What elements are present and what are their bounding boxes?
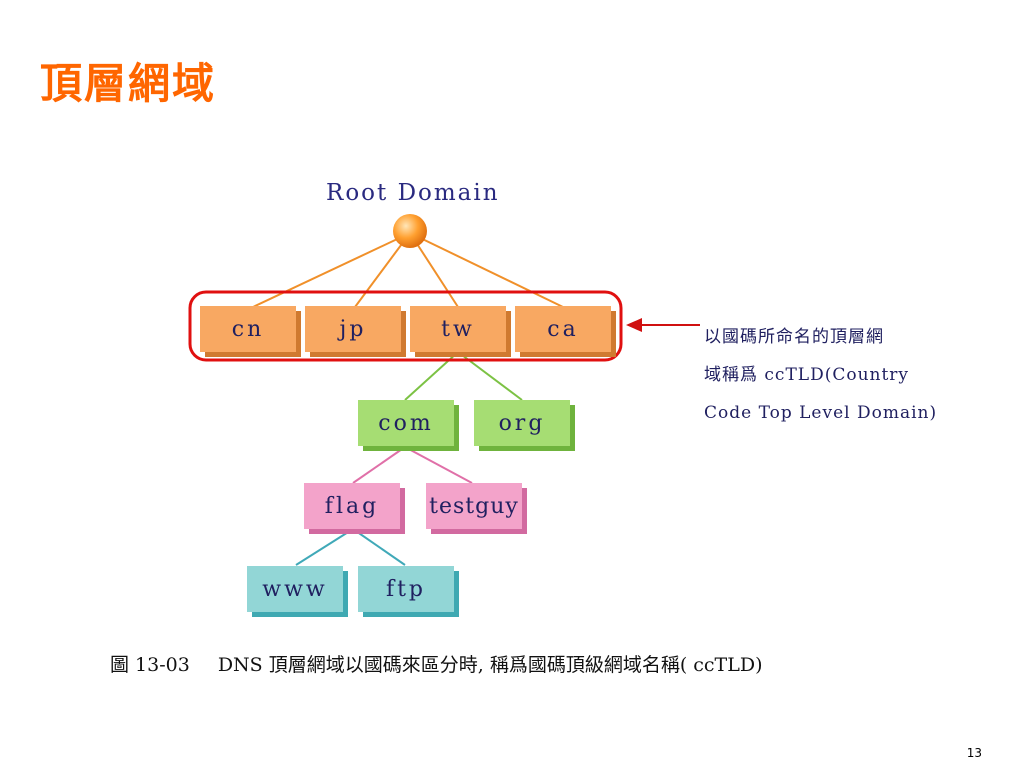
cctld-annotation: 以國碼所命名的頂層網 域稱爲 ccTLD(Country Code Top Le… — [704, 318, 937, 432]
annotation-arrow — [626, 318, 700, 332]
tld-node-cn: cn — [200, 306, 296, 352]
flag-connectors — [295, 528, 406, 566]
annotation-line-1: 以國碼所命名的頂層網 — [704, 327, 884, 347]
tld-node-jp: jp — [305, 306, 401, 352]
node-ftp: ftp — [358, 566, 454, 612]
figure-number: 圖 13-03 — [110, 654, 190, 676]
com-connectors — [352, 446, 473, 484]
page-number: 13 — [966, 746, 982, 760]
node-flag: flag — [304, 483, 400, 529]
figure-caption-text: DNS 頂層網域以國碼來區分時, 稱爲國碼頂級網域名稱( ccTLD) — [217, 654, 763, 676]
slide-title: 頂層網域 — [40, 59, 217, 108]
node-com: com — [358, 400, 454, 446]
node-www: www — [247, 566, 343, 612]
tld-node-tw: tw — [410, 306, 506, 352]
root-connectors — [252, 232, 564, 308]
annotation-line-3: Code Top Level Domain) — [704, 403, 938, 423]
node-testguy: testguy — [426, 483, 522, 529]
cctld-highlight — [188, 290, 623, 362]
root-domain-label: Root Domain — [326, 180, 500, 206]
tld-node-ca: ca — [515, 306, 611, 352]
figure-caption: 圖 13-03 DNS 頂層網域以國碼來區分時, 稱爲國碼頂級網域名稱( ccTL… — [110, 650, 763, 677]
node-org: org — [474, 400, 570, 446]
root-node — [393, 214, 427, 248]
annotation-line-2: 域稱爲 ccTLD(Country — [704, 365, 910, 385]
